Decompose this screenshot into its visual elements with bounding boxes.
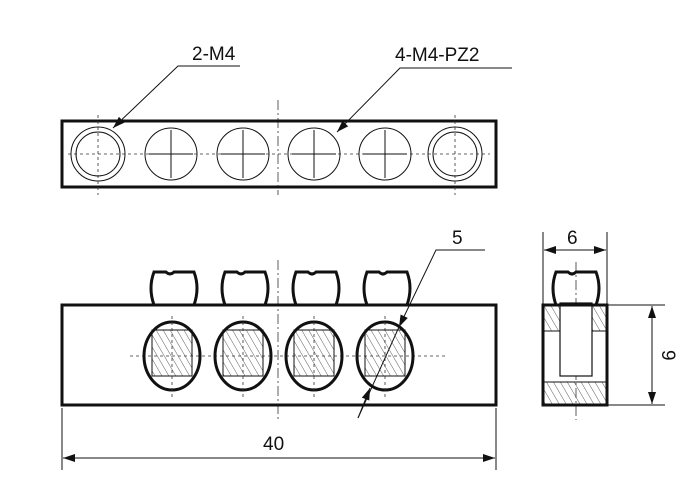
end-screw-right bbox=[427, 115, 483, 195]
wire-holes bbox=[142, 316, 415, 400]
block-outline-side bbox=[541, 303, 609, 407]
leader-hole-diameter bbox=[398, 249, 485, 328]
side-view: 6 9 bbox=[541, 228, 678, 420]
screw-head-side bbox=[551, 270, 601, 306]
top-view: 2-M4 4-M4-PZ2 bbox=[60, 44, 512, 195]
terminal-screw bbox=[144, 127, 198, 181]
terminal-screw bbox=[287, 127, 341, 181]
leader-terminal-screws bbox=[336, 67, 512, 133]
label-width: 6 bbox=[567, 228, 578, 249]
block-outline-front bbox=[60, 303, 498, 407]
label-end-screws: 2-M4 bbox=[192, 44, 236, 65]
end-screw-left bbox=[70, 115, 126, 195]
label-length: 40 bbox=[263, 434, 284, 455]
screw-shank bbox=[559, 302, 593, 377]
block-outline-top bbox=[60, 119, 498, 189]
screw-heads bbox=[149, 270, 412, 306]
leader-hole-diameter-ext bbox=[357, 326, 400, 419]
front-view: 5 40 bbox=[60, 228, 498, 470]
terminal-screw bbox=[358, 127, 412, 181]
leader-end-screws bbox=[112, 65, 240, 129]
label-height: 9 bbox=[657, 350, 678, 361]
label-hole-diameter: 5 bbox=[452, 228, 463, 249]
label-terminal-screws: 4-M4-PZ2 bbox=[395, 45, 479, 66]
terminal-screw bbox=[216, 127, 270, 181]
